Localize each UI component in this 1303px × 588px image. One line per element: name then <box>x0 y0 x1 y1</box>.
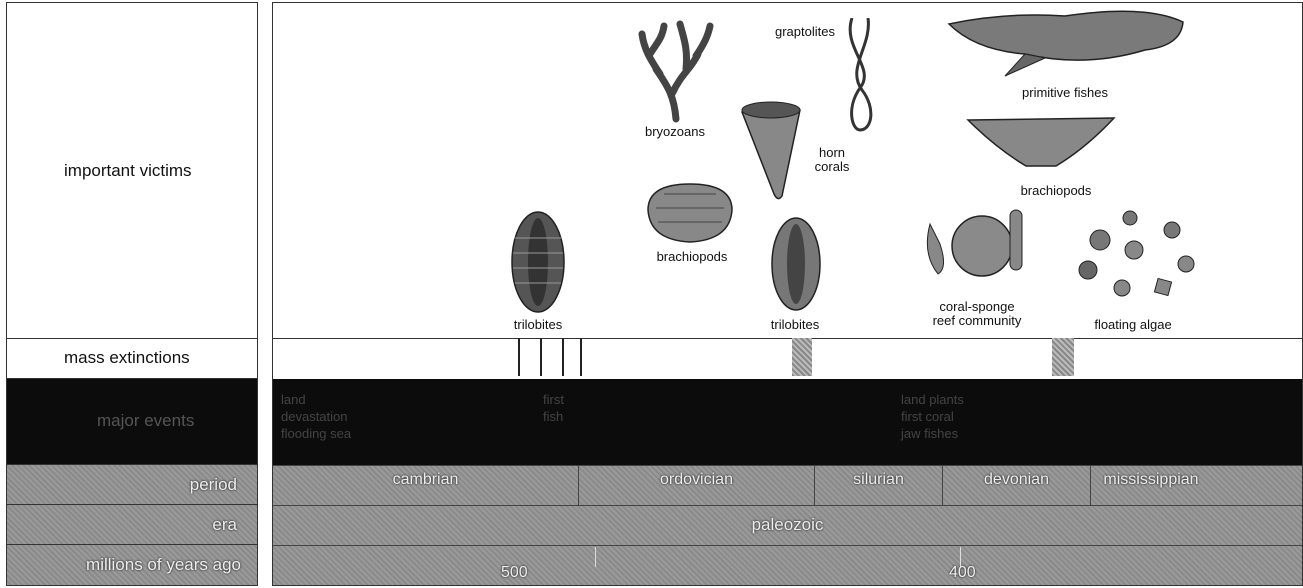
extinctions-area <box>273 339 1302 379</box>
caption-brachiopods-2: brachiopods <box>1006 184 1106 198</box>
floating-algae-illustration <box>1070 210 1220 306</box>
mass-extinctions-label: mass extinctions <box>64 348 190 368</box>
event-1: land devastation flooding sea <box>281 391 351 442</box>
legend-panel: important victims mass extinctions major… <box>6 2 258 586</box>
period-row-label: period <box>7 465 257 505</box>
era-band: paleozoic <box>273 505 1302 545</box>
period-silurian: silurian <box>815 466 943 505</box>
trilobite-illustration <box>505 208 571 316</box>
caption-brachiopods: brachiopods <box>636 250 748 264</box>
extinction-line <box>518 338 520 376</box>
graptolite-illustration <box>842 18 878 136</box>
extinction-line <box>562 338 564 376</box>
horn-coral-illustration <box>738 98 804 202</box>
bryozoan-illustration <box>636 14 714 124</box>
extinctions-row-label: mass extinctions <box>7 339 257 379</box>
mya-label: millions of years ago <box>86 555 241 575</box>
primitive-fish-illustration <box>945 2 1185 82</box>
period-band: cambrian ordovician silurian devonian mi… <box>273 465 1302 505</box>
caption-horn-corals: horn corals <box>802 146 862 174</box>
trilobite-2-illustration <box>768 214 824 314</box>
caption-bryozoans: bryozoans <box>640 125 710 139</box>
caption-trilobites-2: trilobites <box>760 318 830 332</box>
reef-community-illustration <box>918 204 1028 284</box>
mya-row-label: millions of years ago <box>7 545 257 585</box>
period-ordovician: ordovician <box>579 466 815 505</box>
caption-trilobites: trilobites <box>508 318 568 332</box>
period-cambrian: cambrian <box>273 466 579 505</box>
events-row-label: major events <box>7 379 257 465</box>
period-mississippian: mississippian <box>1091 466 1211 505</box>
period-label: period <box>190 475 237 495</box>
era-paleozoic: paleozoic <box>273 515 1302 535</box>
extinction-bar-ordovician <box>792 338 812 376</box>
brachiopod-illustration <box>644 180 736 246</box>
mya-tick-400: 400 <box>949 564 976 582</box>
caption-floating-algae: floating algae <box>1078 318 1188 332</box>
extinction-line <box>580 338 582 376</box>
caption-primitive-fishes: primitive fishes <box>1000 86 1130 100</box>
important-victims-label: important victims <box>64 161 192 181</box>
extinction-line <box>540 338 542 376</box>
events-band: land devastation flooding sea first fish… <box>273 379 1302 465</box>
victims-row-label: important victims <box>7 3 257 339</box>
tick-mark <box>960 547 961 567</box>
era-row-label: era <box>7 505 257 545</box>
caption-reef-community: coral-sponge reef community <box>912 300 1042 328</box>
brachiopod-2-illustration <box>966 108 1116 172</box>
era-label: era <box>212 515 237 535</box>
period-devonian: devonian <box>943 466 1091 505</box>
tick-mark <box>595 547 596 567</box>
event-3: land plants first coral jaw fishes <box>901 391 964 442</box>
mya-tick-500: 500 <box>501 564 528 582</box>
extinction-bar-devonian <box>1052 338 1074 376</box>
event-2: first fish <box>543 391 564 425</box>
major-events-label: major events <box>97 411 194 431</box>
mya-band: 500 400 <box>273 545 1302 585</box>
caption-graptolites: graptolites <box>770 25 840 39</box>
